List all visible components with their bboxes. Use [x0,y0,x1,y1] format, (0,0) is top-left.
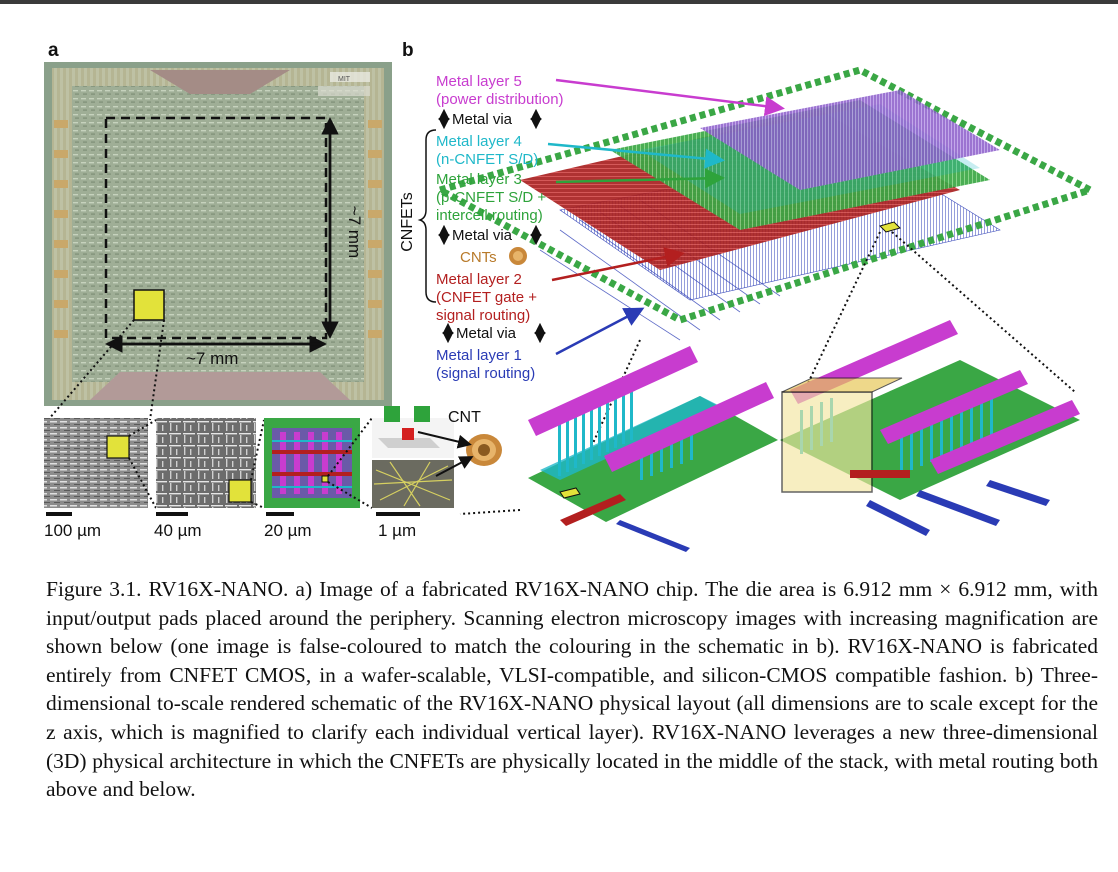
label-metal-layer-3: Metal layer 3 [436,171,522,188]
sem-micrograph-2 [156,418,256,508]
core-boundary [104,116,328,340]
figure-caption: Figure 3.1. RV16X-NANO. a) Image of a fa… [46,577,1098,802]
layer-labels: Metal layer 5 (power distribution) Metal… [399,73,564,382]
figure-3-1: a MIT ~7 mm ~7 mm [44,40,1100,552]
panel-b-letter: b [402,40,414,61]
cnt-label: CNT [448,409,481,426]
top-border [0,0,1118,4]
scale-bar-1um: 1 µm [378,521,416,540]
mit-logo: MIT [338,76,351,83]
zoom-lines-a [47,319,165,421]
cnt-tube-icon [466,434,502,466]
label-via-2: Metal via [452,227,513,244]
scale-bar-40um: 40 µm [154,521,202,540]
label-metal-layer-5: Metal layer 5 [436,73,522,90]
scale-bars: 100 µm 40 µm 20 µm 1 µm [44,512,420,540]
label-metal-layer-2-desc-2: signal routing) [436,307,530,324]
cell-detail-left [528,346,778,552]
via-arrows [438,108,546,344]
label-metal-layer-2: Metal layer 2 [436,271,522,288]
scale-bar-20um: 20 µm [264,521,312,540]
label-cnts: CNTs [460,249,497,266]
panel-a-letter: a [48,40,59,61]
label-cnfets-bracket: CNFETs [399,192,416,252]
label-metal-layer-1-desc: (signal routing) [436,365,535,382]
label-metal-layer-1: Metal layer 1 [436,347,522,364]
dimension-vertical: ~7 mm [345,206,364,258]
zoom-lines-b [459,231,1076,515]
cell-detail-right [780,320,1080,536]
label-via-3: Metal via [456,325,517,342]
label-metal-layer-4: Metal layer 4 [436,133,522,150]
cnfets-bracket [417,129,437,303]
layer-pointer-arrows [547,78,785,356]
label-metal-layer-5-desc: (power distribution) [436,91,564,108]
false-colored-micrograph [264,418,360,508]
label-metal-layer-2-desc-1: (CNFET gate + [436,289,537,306]
label-metal-layer-4-desc: (n-CNFET S/D) [436,151,538,168]
cnt-small-icon [509,247,527,265]
label-via-1: Metal via [452,111,513,128]
cnt-micrograph: CNT [372,406,502,508]
chip-photo: MIT ~7 mm ~7 mm [44,62,392,406]
label-metal-layer-3-desc-1: (p-CNFET S/D + [436,189,546,206]
label-metal-layer-3-desc-2: intercell routing) [436,207,543,224]
zoom-region [133,289,165,321]
dimension-horizontal: ~7 mm [186,349,238,368]
scale-bar-100um: 100 µm [44,521,101,540]
